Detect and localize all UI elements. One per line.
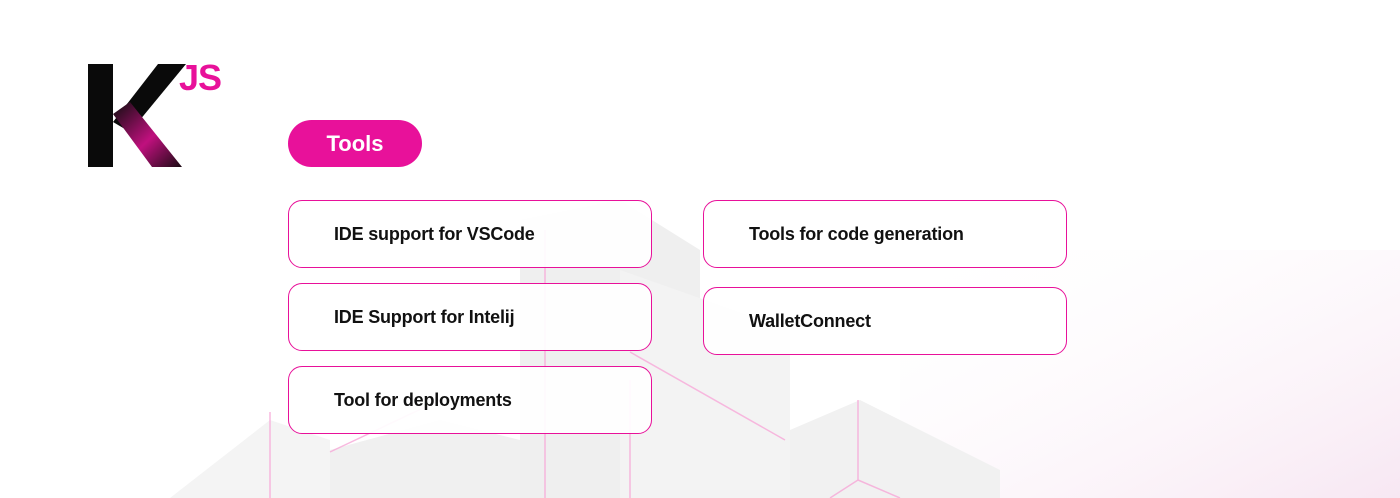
tool-card-walletconnect: WalletConnect: [703, 287, 1067, 355]
tool-card-deployments: Tool for deployments: [288, 366, 652, 434]
k-logo-mark: [88, 64, 186, 167]
tool-card-intellij: IDE Support for Intelij: [288, 283, 652, 351]
tool-card-vscode: IDE support for VSCode: [288, 200, 652, 268]
logo-js-text: JS: [179, 57, 222, 98]
tools-section-badge: Tools: [288, 120, 422, 167]
tool-card-code-generation: Tools for code generation: [703, 200, 1067, 268]
kjs-logo: JS: [86, 60, 236, 170]
